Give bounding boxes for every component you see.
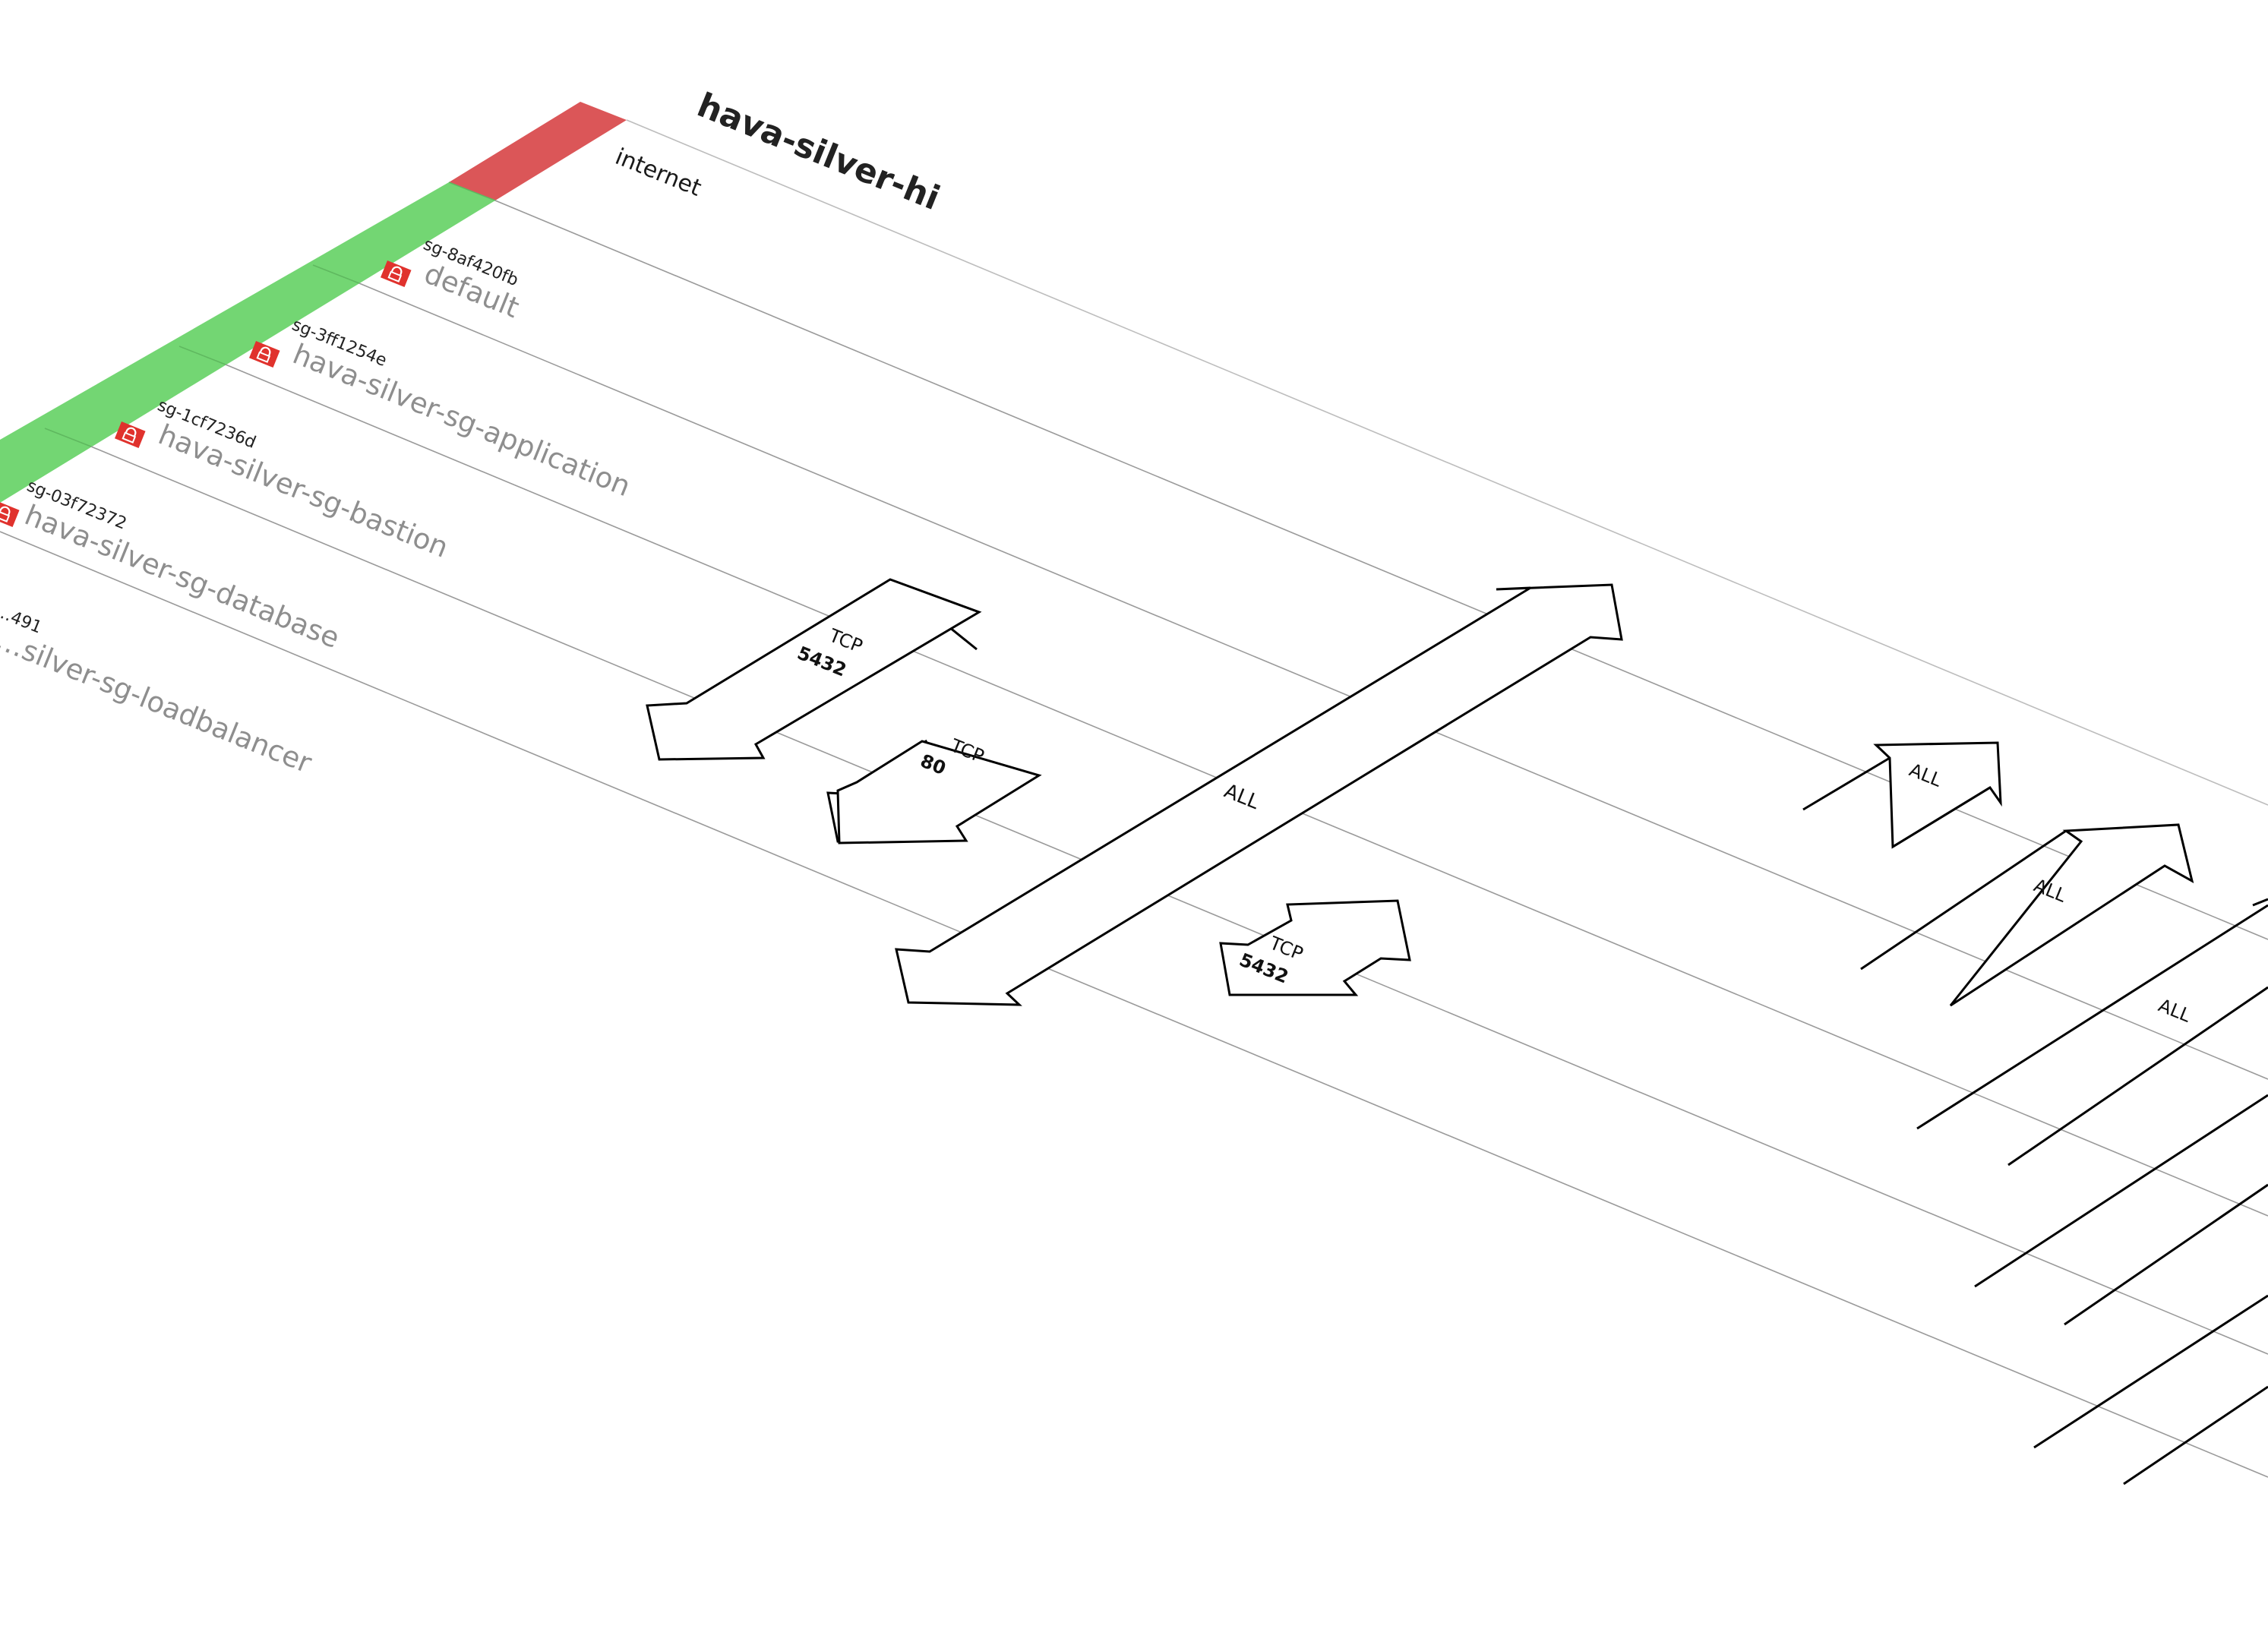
rule-arrow-all-3[interactable]: ALL — [1916, 898, 2268, 1167]
rule-protocol: ALL — [2156, 995, 2194, 1027]
sg-name: hava-silver-sg-application — [289, 337, 635, 503]
rule-arrow-tcp-80[interactable]: TCP 80 — [826, 734, 1042, 845]
rule-arrow-tcp-5432-bidirectional[interactable]: TCP 5432 — [1219, 899, 1411, 996]
lock-icon — [381, 260, 412, 287]
rule-arrow-all-bidirectional[interactable]: ALL — [895, 583, 1623, 1006]
sg-name: …silver-sg-loadbalancer — [0, 623, 317, 779]
lock-icon — [249, 341, 280, 368]
rule-arrow-all-1[interactable]: ALL — [1802, 741, 2002, 849]
security-group-bastion[interactable]: sg-1cf7236d hava-silver-sg-bastion — [115, 396, 453, 564]
internet-lane-line — [626, 119, 2268, 806]
diagram-title: hava-silver-hi — [692, 86, 945, 218]
rule-arrow-tcp-5432[interactable]: TCP 5432 — [646, 578, 982, 761]
sg-name: hava-silver-sg-database — [21, 498, 344, 655]
lane-line-loadbalancer — [0, 531, 2268, 1478]
rule-arrow-all-2[interactable]: ALL — [1860, 823, 2194, 1007]
internet-band — [449, 102, 627, 200]
lock-icon — [115, 421, 146, 448]
lane-line-database — [90, 446, 2268, 1355]
lane-line-application — [359, 283, 2268, 1080]
lock-icon — [0, 500, 20, 527]
lane-line-default — [494, 200, 2268, 940]
connector-lines — [1974, 1094, 2268, 1485]
internet-label: internet — [611, 144, 705, 202]
